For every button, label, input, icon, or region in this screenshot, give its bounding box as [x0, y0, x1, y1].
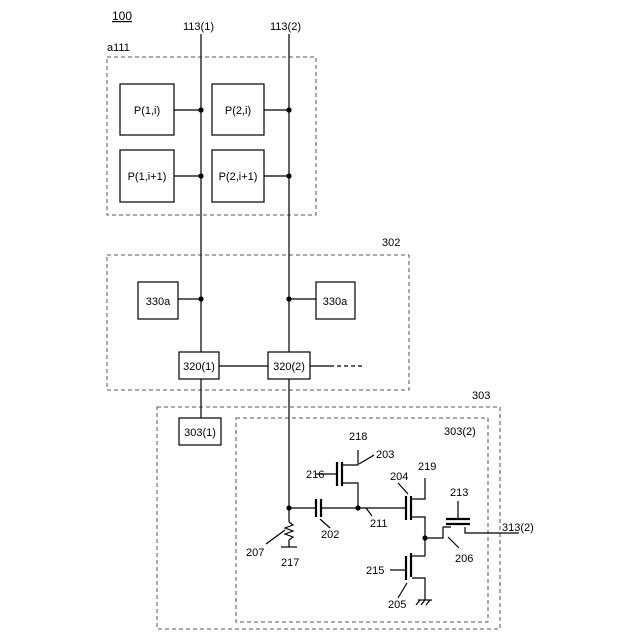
leader-211	[366, 508, 372, 516]
pixel-box-2-i1-label: P(2,i+1)	[219, 171, 258, 183]
label-215: 215	[366, 565, 384, 577]
wire	[411, 517, 425, 538]
leader-207	[266, 530, 285, 544]
wire	[411, 478, 425, 499]
label-213: 213	[450, 487, 468, 499]
region-302-label: 302	[382, 237, 400, 249]
wire	[342, 483, 358, 508]
label-216: 216	[306, 469, 324, 481]
label-206: 206	[455, 553, 473, 565]
junction-dot	[198, 107, 203, 112]
region-302	[107, 255, 409, 390]
label-211: 211	[370, 518, 388, 530]
signal-line-label-2: 113(2)	[270, 21, 301, 33]
ground-hatch	[416, 600, 420, 605]
label-217: 217	[281, 557, 299, 569]
block-320-2-label: 320(2)	[273, 361, 305, 373]
pixel-box-1-i-label: P(1,i)	[134, 105, 160, 117]
signal-line-label-1: 113(1)	[183, 21, 214, 33]
block-320-1-label: 320(1)	[183, 361, 215, 373]
label-219: 219	[418, 461, 436, 473]
junction-dot	[286, 296, 291, 301]
region-303-label: 303	[472, 390, 490, 402]
pixel-box-1-i1-label: P(1,i+1)	[128, 171, 167, 183]
junction-dot	[198, 173, 203, 178]
label-203: 203	[376, 449, 394, 461]
leader-205	[398, 583, 407, 598]
label-218: 218	[349, 431, 367, 443]
block-330a-right-label: 330a	[323, 296, 348, 308]
wire	[412, 578, 425, 600]
figure-number: 100	[112, 9, 132, 23]
ground-hatch	[421, 600, 425, 605]
region-a111-label: a111	[107, 42, 130, 54]
leader-206	[448, 537, 459, 548]
label-207: 207	[246, 547, 264, 559]
block-303-1-label: 303(1)	[184, 427, 216, 439]
leader-202	[320, 519, 330, 528]
block-330a-left-label: 330a	[146, 296, 171, 308]
junction-dot	[355, 505, 360, 510]
junction-dot	[286, 107, 291, 112]
resistor-207	[285, 522, 293, 540]
wire	[425, 527, 451, 538]
wire	[342, 450, 358, 465]
leader-203	[359, 455, 374, 464]
ground-hatch	[426, 600, 430, 605]
pixel-box-2-i-label: P(2,i)	[225, 105, 251, 117]
junction-dot	[198, 296, 203, 301]
label-313-2: 313(2)	[502, 522, 534, 534]
leader-204	[398, 483, 408, 494]
junction-dot	[286, 173, 291, 178]
label-204: 204	[390, 471, 408, 483]
region-303-2-label: 303(2)	[444, 426, 476, 438]
label-202: 202	[321, 529, 339, 541]
label-205: 205	[388, 599, 406, 611]
